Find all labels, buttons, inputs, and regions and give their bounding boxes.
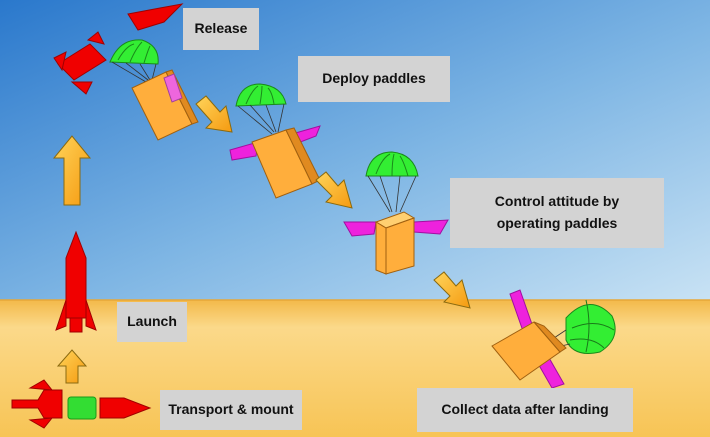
control-attitude-line-1: Control attitude by	[494, 193, 620, 210]
launch-rocket-icon	[55, 230, 97, 333]
probe-icon-release	[131, 69, 199, 141]
sky	[0, 0, 710, 300]
arrow-icon-1	[195, 95, 233, 133]
transport-rocket-icon	[11, 379, 152, 429]
probe-icon-landed	[491, 289, 567, 389]
release-rocket-icon	[53, 3, 184, 95]
parachute-icon-deploy	[235, 83, 287, 135]
collect-data-label: Collect data after landing	[417, 388, 633, 432]
arrow-up-icon-1	[56, 349, 88, 384]
launch-label: Launch	[117, 302, 187, 342]
arrow-icon-2	[315, 171, 353, 209]
release-label: Release	[183, 8, 259, 50]
parachute-icon-landed	[547, 299, 616, 354]
control-attitude-line-2: operating paddles	[496, 215, 618, 231]
deploy-paddles-label: Deploy paddles	[298, 56, 450, 102]
control-attitude-label: Control attitude by operating paddles	[450, 178, 664, 248]
probe-icon-control	[343, 211, 449, 275]
probe-icon-deploy	[229, 125, 321, 199]
arrow-icon-3	[433, 271, 471, 309]
transport-mount-label: Transport & mount	[160, 390, 302, 430]
parachute-icon-control	[365, 151, 419, 213]
arrow-up-icon-2	[52, 135, 92, 206]
parachute-icon-release	[109, 39, 159, 83]
